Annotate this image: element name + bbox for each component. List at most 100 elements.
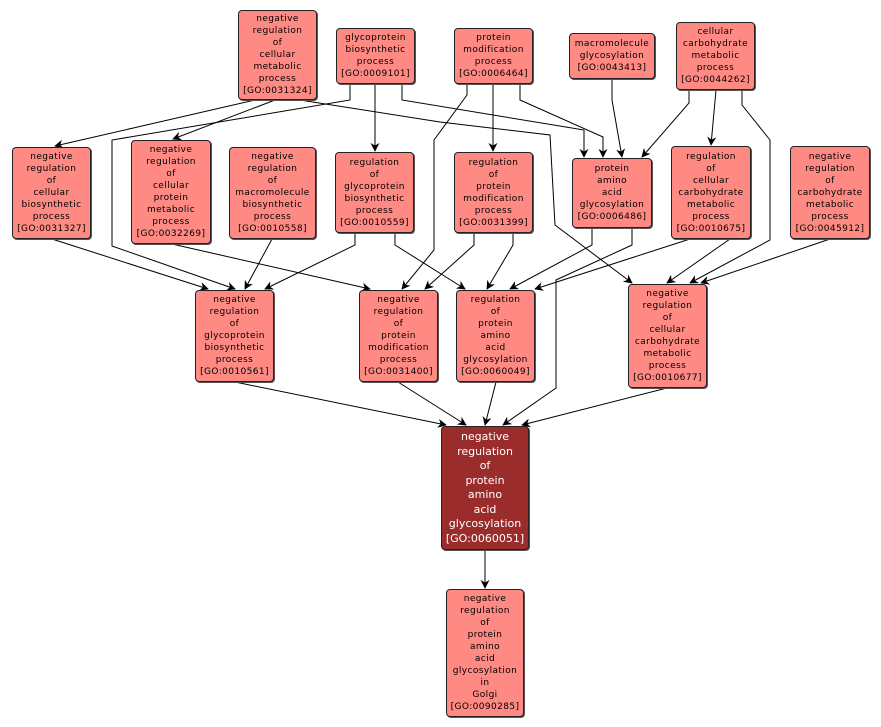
node-name-line: process (474, 205, 513, 216)
node-name-line: biosynthetic (242, 200, 303, 210)
node-name-line: regulation (26, 164, 77, 174)
node-name-line: protein (476, 181, 511, 192)
node-name-line: glycoprotein (204, 331, 265, 341)
node-name-line: process (32, 212, 71, 222)
node-name-line: regulation (686, 151, 736, 162)
node-name-line: negative (377, 295, 420, 305)
node-go-id: [GO:0090285] (450, 702, 520, 712)
node-name-line: biosynthetic (204, 343, 265, 353)
node-name-line: carbohydrate (678, 187, 744, 198)
node-name-line: of (166, 169, 176, 179)
node-go-id: [GO:0010675] (676, 223, 746, 234)
node-name-line: regulation (247, 164, 298, 174)
node-name-line: process (648, 361, 687, 371)
node-name-line: protein (153, 193, 189, 203)
node-name-line: regulation (349, 157, 400, 168)
node-name-line: glycoprotein (344, 181, 405, 192)
edge-GO0006464-to-GO0006486 (519, 84, 608, 158)
node-go-id: [GO:0010559] (340, 217, 409, 228)
edge-GO0006486-to-GO0060051 (502, 228, 633, 426)
node-name-line: regulation (468, 157, 519, 168)
node-name-line: cellular (33, 188, 70, 198)
node-go-id: [GO:0031324] (243, 86, 312, 96)
node-name-line: modification (463, 193, 524, 204)
edge-GO0010675-to-GO0060049 (534, 238, 691, 291)
node-go-id: [GO:0010558] (238, 224, 307, 234)
node-name-line: regulation (642, 301, 693, 311)
node-name-line: amino (597, 176, 627, 186)
node-go-id: [GO:0045912] (795, 223, 865, 234)
node-name-line: negative (256, 14, 299, 24)
node-name-line: regulation (470, 295, 521, 305)
node-name-line: glycoprotein (345, 33, 406, 43)
node-name-line: regulation (457, 444, 513, 458)
node-name-line: of (490, 307, 501, 317)
node-name-line: process (474, 57, 513, 67)
edge-GO0060049-to-GO0060051 (482, 381, 497, 426)
node-name-line: process (356, 57, 395, 67)
edge-GO0031324-to-GO0010677 (299, 99, 633, 284)
edge-GO0031324-to-GO0031327 (54, 99, 256, 149)
node-name-line: metabolic (643, 349, 692, 359)
node-go-id: [GO:0031327] (17, 224, 86, 234)
node-name-line: regulation (252, 26, 303, 36)
node-name-line: process (696, 63, 735, 73)
node-name-line: protein (478, 319, 513, 329)
node-name-line: of (662, 313, 673, 323)
node-name-line: acid (485, 343, 506, 353)
node-name-line: process (258, 74, 297, 84)
node-name-line: of (480, 618, 490, 628)
node-name-line: process (152, 217, 190, 227)
node-name-line: cellular (692, 175, 730, 186)
node-name-line: metabolic (686, 199, 736, 210)
node-name-line: of (229, 319, 240, 329)
node-name-line: macromolecule (574, 39, 650, 49)
node-name-line: of (479, 459, 491, 472)
node-go-id: [GO:0044262] (681, 75, 750, 85)
node-name-line: of (46, 176, 57, 186)
node-name-line: process (811, 211, 849, 222)
node-name-line: cellular (649, 325, 686, 335)
node-name-line: protein (381, 331, 416, 341)
node-name-line: of (267, 176, 278, 186)
node-name-line: of (706, 163, 716, 174)
node-name-line: glycosylation (579, 200, 645, 210)
edge-GO0031324-to-GO0032269 (172, 99, 276, 141)
edge-GO0045912-to-GO0010677 (700, 238, 831, 285)
node-name-line: regulation (805, 163, 855, 174)
node-name-line: protein (476, 33, 511, 43)
node-go-id: [GO:0043413] (577, 63, 647, 73)
node-name-line: biosynthetic (345, 45, 406, 55)
node-name-line: negative (463, 594, 507, 604)
node-name-line: regulation (209, 307, 260, 317)
node-name-line: negative (808, 151, 852, 162)
node-go-id: [GO:0031399] (459, 217, 528, 228)
node-go-id: [GO:0060051] (445, 531, 525, 545)
node-name-line: biosynthetic (21, 200, 82, 210)
edge-GO0010559-to-GO0010561 (264, 233, 356, 290)
node-name-line: metabolic (146, 205, 196, 215)
node-go-id: [GO:0010561] (200, 367, 269, 377)
edge-GO0031399-to-GO0031400 (424, 233, 475, 290)
node-name-line: cellular (259, 50, 296, 60)
